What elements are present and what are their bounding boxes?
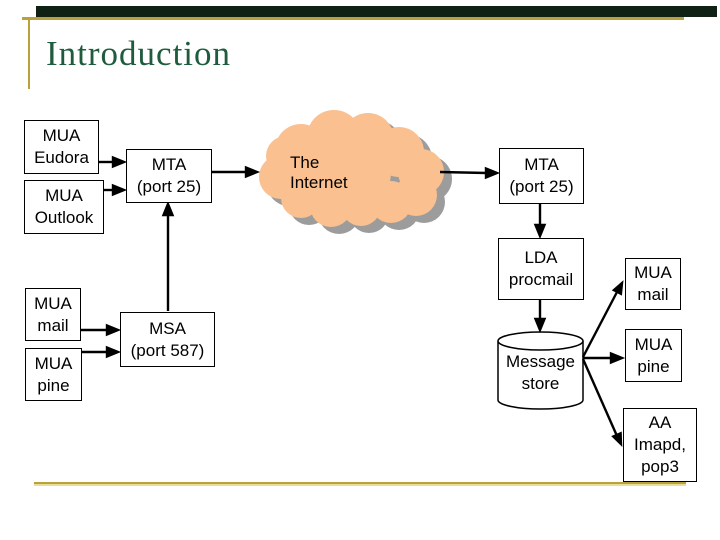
arrow-outlook-to-mta [104,183,128,197]
gold-border-left [28,17,30,89]
box-mua-eudora: MUA Eudora [24,120,99,174]
bottom-gold-rule [34,482,686,486]
arrow-msa-to-mta [161,200,175,311]
box-msa-port587: MSA (port 587) [120,312,215,367]
page-title: Introduction [46,34,232,73]
arrow-store-to-mua-pine [583,351,626,365]
internet-label: The Internet [290,153,348,192]
box-lda-procmail: LDA procmail [498,238,584,300]
message-store-label: Message store [506,352,575,393]
box-aa-imapd-pop3: AA Imapd, pop3 [623,408,697,482]
box-mua-outlook: MUA Outlook [24,180,104,234]
arrow-mail-to-msa [81,323,122,337]
gold-border-top [22,17,684,20]
arrow-lda-to-store [533,299,547,334]
box-mta-port25-left: MTA (port 25) [126,149,212,203]
box-mua-pine-left: MUA pine [25,348,82,401]
arrow-mta-to-internet [210,165,261,179]
arrow-store-to-aa [581,358,623,447]
box-mua-mail-left: MUA mail [25,288,81,341]
arrow-eudora-to-mta [99,155,128,169]
box-mta-port25-right: MTA (port 25) [499,148,584,204]
internet-cloud [259,110,444,227]
arrow-store-to-mua-mail [581,280,624,358]
box-mua-pine-right: MUA pine [625,329,682,382]
message-store-cylinder [497,331,584,410]
top-bar-decoration [36,6,717,17]
arrow-internet-to-mta [439,166,501,180]
box-mua-mail-right: MUA mail [625,258,681,310]
arrow-pine-to-msa [82,345,122,359]
arrow-mta-to-lda [533,203,547,240]
